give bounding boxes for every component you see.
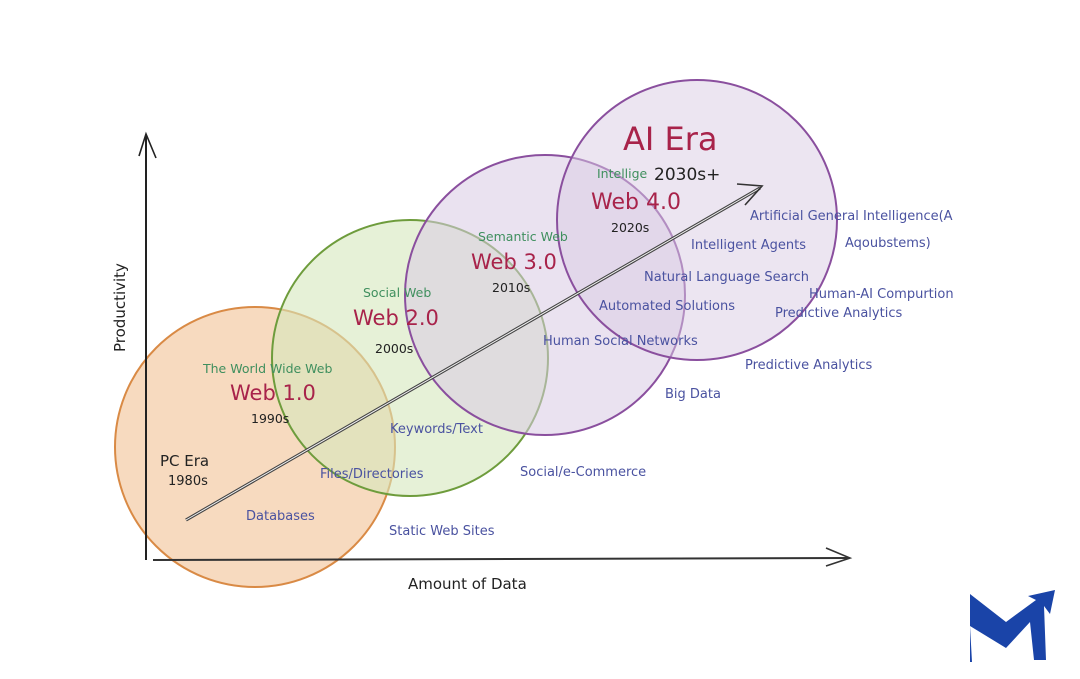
tech-social-ecommerce: Social/e-Commerce: [520, 465, 646, 480]
tech-automated-solutions: Automated Solutions: [599, 299, 735, 314]
tech-static-web-sites: Static Web Sites: [389, 524, 495, 539]
era-years: 2000s: [375, 341, 413, 356]
y-axis-arrowhead-icon: [138, 131, 157, 159]
brand-logo-icon: [970, 590, 1055, 662]
era-years: 2030s+: [654, 165, 720, 185]
era-circles: [114, 79, 838, 588]
era-title: PC Era: [160, 452, 209, 470]
technology-labels: Databases Files/Directories Static Web S…: [246, 209, 954, 539]
ai-era-circle: [556, 79, 838, 361]
tech-predictive-analytics-1: Predictive Analytics: [745, 358, 872, 373]
era-title: AI Era: [623, 120, 717, 158]
era-years: 1990s: [251, 411, 289, 426]
era-subtitle: Intellige: [597, 166, 648, 181]
axes: Productivity Amount of Data: [111, 131, 853, 593]
tech-human-ai-compurtion: Human-AI Compurtion: [809, 287, 954, 302]
era-title: Web 1.0: [230, 381, 316, 405]
era-years: 1980s: [168, 474, 208, 489]
tech-natural-language-search: Natural Language Search: [644, 270, 809, 285]
x-axis-label: Amount of Data: [408, 575, 527, 593]
era-pc: PC Era 1980s: [160, 452, 209, 489]
tech-big-data: Big Data: [665, 387, 721, 402]
growth-arrow: [185, 183, 764, 522]
x-axis: [152, 557, 850, 561]
tech-files-directories: Files/Directories: [320, 467, 424, 482]
y-axis-label: Productivity: [111, 263, 129, 352]
era-ai: AI Era 2030s+: [623, 120, 720, 185]
era-subtitle: Social Web: [363, 285, 431, 300]
era-years: 2020s: [611, 220, 649, 235]
era-title: Web 4.0: [591, 190, 681, 215]
tech-human-social-networks: Human Social Networks: [543, 334, 698, 349]
x-axis-arrowhead-icon: [825, 547, 853, 567]
era-title: Web 3.0: [471, 250, 557, 274]
era-title: Web 2.0: [353, 306, 439, 330]
tech-databases: Databases: [246, 509, 315, 524]
era-web1: The World Wide Web Web 1.0 1990s: [202, 361, 332, 426]
tech-agi: Artificial General Intelligence(A: [750, 209, 953, 224]
tech-agi-continued: Aqoubstems): [845, 236, 931, 251]
era-web4: Intellige Web 4.0 2020s: [591, 166, 681, 235]
tech-intelligent-agents: Intelligent Agents: [691, 238, 806, 253]
era-subtitle: Semantic Web: [478, 229, 568, 244]
era-web3: Semantic Web Web 3.0 2010s: [471, 229, 568, 295]
tech-predictive-analytics-2: Predictive Analytics: [775, 306, 902, 321]
era-years: 2010s: [492, 280, 530, 295]
tech-keywords-text: Keywords/Text: [390, 422, 483, 437]
era-subtitle: The World Wide Web: [202, 361, 332, 376]
era-web2: Social Web Web 2.0 2000s: [353, 285, 439, 356]
growth-arrowhead-icon: [736, 183, 764, 206]
